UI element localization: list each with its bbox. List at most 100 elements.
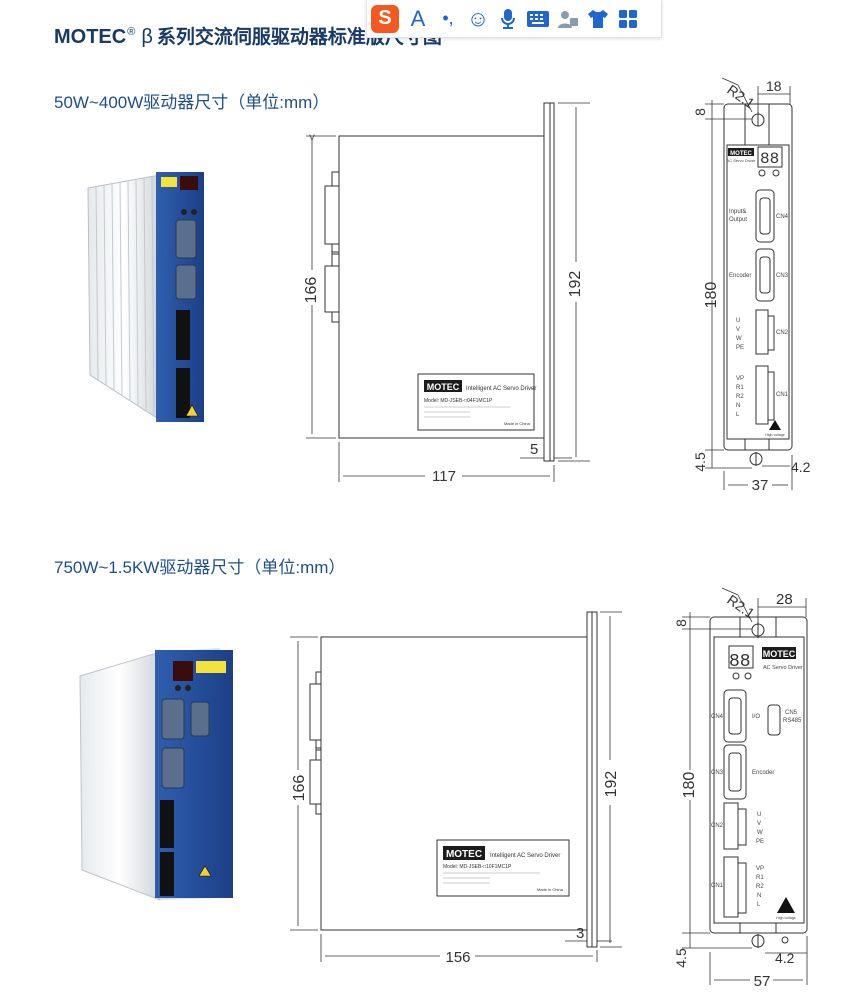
label-vp: VP — [736, 376, 744, 382]
ime-toolbar: S A •, ☺ — [366, 0, 662, 38]
front-view-small-fill: MOTEC AC Servo Driver 88 — [727, 148, 779, 168]
front-view-large-fill: 88 MOTEC AC Servo Driver — [729, 647, 803, 672]
section1-heading: 50W~400W驱动器尺寸（单位:mm） — [54, 93, 330, 112]
side-view-small — [324, 102, 555, 462]
registered-mark: ® — [127, 26, 136, 39]
label-r2-large: R2 — [756, 884, 764, 890]
label-v-large: V — [757, 821, 761, 827]
dim-18: 18 — [766, 78, 782, 94]
svg-text:MOTEC: MOTEC — [763, 649, 796, 659]
svg-text:MOTEC: MOTEC — [446, 849, 482, 860]
label-r2: R2 — [736, 394, 744, 400]
dim-192-large: 192 — [603, 771, 620, 798]
keyboard-icon[interactable] — [523, 4, 553, 34]
svg-text:Intelligent AC Servo Driver: Intelligent AC Servo Driver — [466, 386, 536, 392]
dim-3: 3 — [576, 925, 584, 942]
dim-117: 117 — [432, 468, 456, 485]
dim-r21-small: R2.1 — [724, 81, 758, 111]
label-io: I/O — [752, 714, 760, 720]
front-dims-large — [682, 587, 808, 985]
label-cn5: CN5 — [785, 710, 798, 716]
label-cn1-large: CN1 — [711, 883, 724, 889]
label-rs485: RS485 — [783, 718, 802, 724]
svg-text:Made in China: Made in China — [504, 421, 531, 426]
svg-text:AC Servo Driver: AC Servo Driver — [727, 158, 757, 163]
label-n-large: N — [757, 893, 761, 899]
label-v: V — [736, 327, 740, 333]
nameplate-large: MOTEC Intelligent AC Servo Driver Model:… — [443, 846, 564, 892]
warning-icon — [769, 420, 781, 430]
dim-57: 57 — [754, 973, 771, 990]
label-r1-large: R1 — [756, 875, 764, 881]
label-cn4-large: CN4 — [711, 714, 724, 720]
label-cn2-large: CN2 — [711, 823, 724, 829]
side-view-large — [309, 611, 598, 948]
dim-42-small: 4.2 — [791, 459, 811, 475]
dim-8-large: 8 — [673, 619, 689, 627]
dim-42-large: 4.2 — [775, 950, 795, 966]
label-pe-large: PE — [756, 839, 764, 845]
svg-text:88: 88 — [760, 150, 779, 168]
microphone-icon[interactable] — [493, 4, 523, 34]
svg-text:Model: MD-JSEB-□04F1MC1P: Model: MD-JSEB-□04F1MC1P — [424, 398, 493, 404]
skin-shirt-icon[interactable] — [583, 4, 613, 34]
product-photo-small — [87, 172, 204, 422]
label-u: U — [736, 318, 740, 324]
dim-166-small: 166 — [303, 277, 320, 304]
front-view-large — [709, 616, 808, 948]
menu-grid-icon[interactable] — [613, 4, 643, 34]
product-photo-large — [79, 648, 233, 901]
side-dims-large — [290, 611, 622, 962]
label-encoder-small: Encoder — [729, 273, 751, 279]
dim-8-small: 8 — [692, 108, 708, 116]
label-w-large: W — [757, 830, 763, 836]
svg-text:88: 88 — [729, 652, 751, 672]
dim-192-small: 192 — [567, 271, 584, 298]
label-cn3-small: CN3 — [776, 273, 789, 279]
label-cn3-large: CN3 — [711, 770, 724, 776]
svg-text:High voltage: High voltage — [765, 433, 785, 437]
svg-text:AC Servo Driver: AC Servo Driver — [763, 665, 803, 671]
label-cn2-small: CN2 — [776, 330, 789, 336]
svg-text:Model: MD-JSEB-□10F1MC1P: Model: MD-JSEB-□10F1MC1P — [443, 864, 512, 870]
label-l-large: L — [757, 902, 761, 908]
svg-text:MOTEC: MOTEC — [427, 382, 460, 392]
warning-icon-large — [777, 897, 795, 913]
dim-5: 5 — [530, 441, 538, 458]
brand-name: MOTEC — [54, 26, 127, 48]
svg-text:Made in China: Made in China — [537, 887, 564, 892]
dim-166-large: 166 — [291, 775, 308, 802]
dim-156: 156 — [445, 949, 470, 966]
label-vp-large: VP — [756, 866, 764, 872]
svg-text:Output: Output — [729, 217, 747, 223]
label-w: W — [736, 336, 742, 342]
label-pe: PE — [736, 345, 744, 351]
dim-180-large: 180 — [681, 772, 698, 799]
font-icon[interactable]: A — [410, 5, 426, 31]
punctuation-icon[interactable]: •, — [442, 8, 454, 28]
svg-text:MOTEC: MOTEC — [730, 151, 752, 157]
emoji-icon[interactable]: ☺ — [466, 5, 490, 31]
label-encoder-large: Encoder — [752, 770, 774, 776]
user-icon[interactable] — [553, 4, 583, 34]
label-cn4-small: CN4 — [776, 214, 789, 220]
nameplate-small: MOTEC Intelligent AC Servo Driver Model:… — [424, 380, 536, 426]
dim-180-small: 180 — [703, 282, 720, 309]
svg-text:High voltage: High voltage — [776, 916, 796, 920]
sogou-logo-icon[interactable]: S — [371, 4, 399, 33]
label-u-large: U — [757, 812, 761, 818]
label-r1: R1 — [736, 385, 744, 391]
dim-37: 37 — [752, 477, 769, 494]
side-dims-small — [306, 102, 590, 482]
label-l: L — [736, 412, 740, 418]
dim-28: 28 — [776, 591, 793, 608]
svg-text:Intelligent AC Servo Driver: Intelligent AC Servo Driver — [490, 853, 560, 859]
front-dims-small — [705, 77, 793, 490]
dim-45-large: 4.5 — [673, 948, 689, 968]
label-input-output: Input& — [729, 209, 746, 215]
dim-45-small: 4.5 — [692, 452, 708, 472]
beta-symbol: β — [141, 26, 153, 48]
label-n: N — [736, 403, 740, 409]
label-cn1-small: CN1 — [776, 392, 789, 398]
